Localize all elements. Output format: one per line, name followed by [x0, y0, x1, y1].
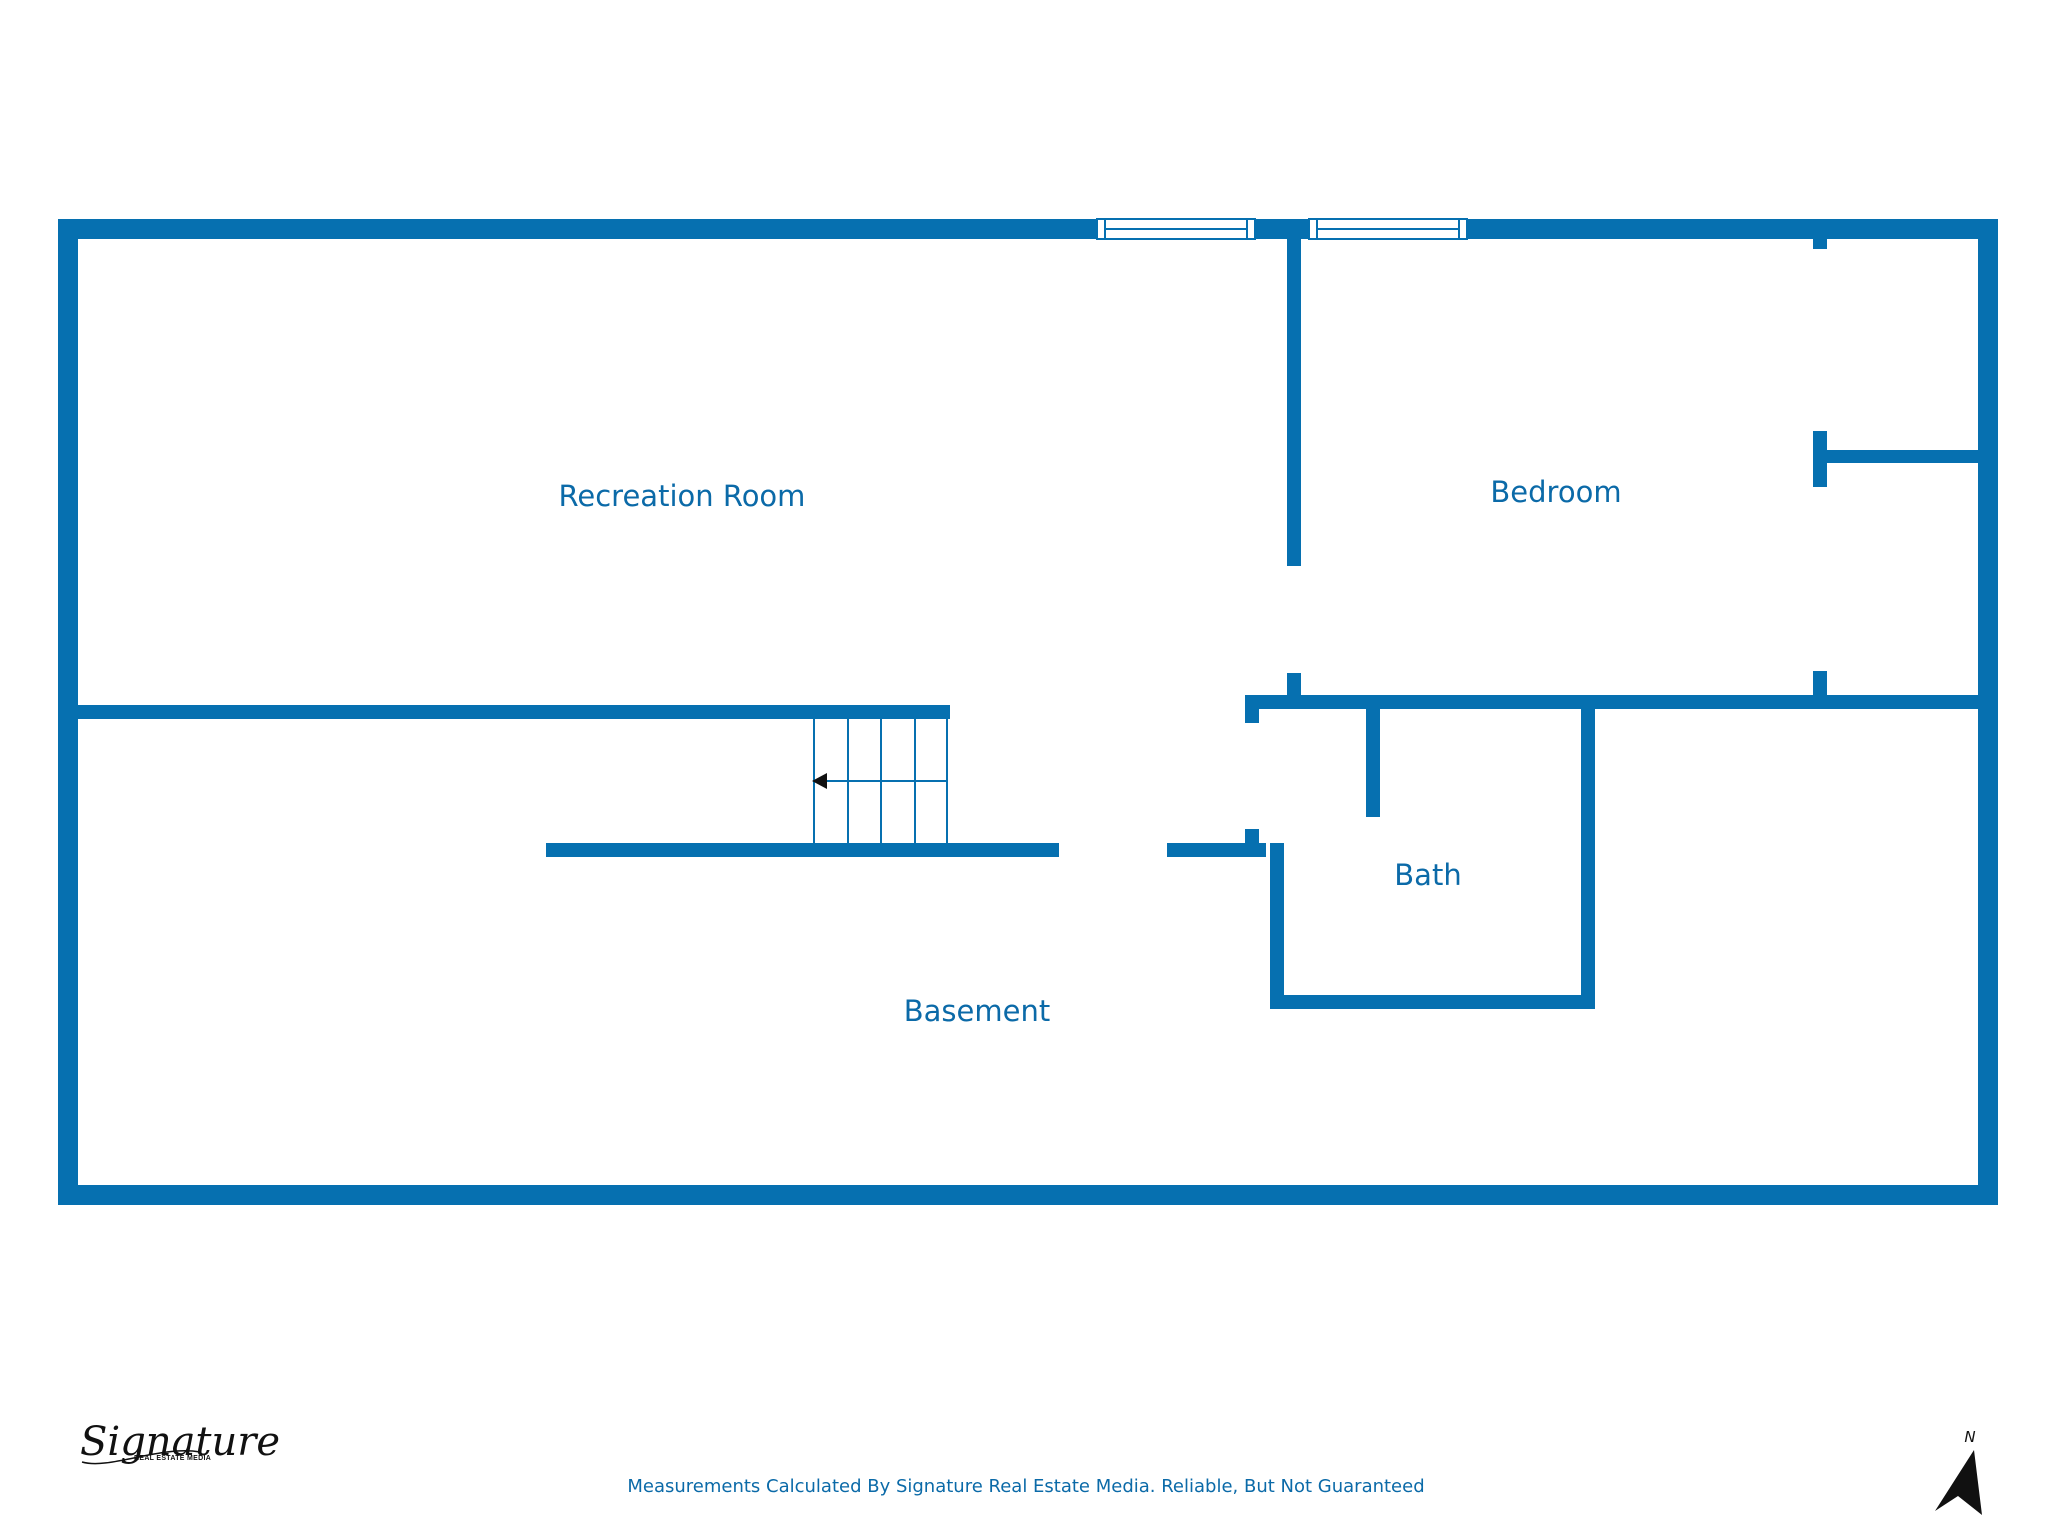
wall-closet-top — [1813, 239, 1827, 249]
stairs — [812, 705, 950, 843]
room-label-basement: Basement — [904, 994, 1050, 1028]
wall-bath-left — [1270, 843, 1284, 1009]
window-right — [1308, 218, 1468, 240]
wall-bath-stub — [1366, 695, 1380, 817]
wall-rec-bedroom-lower — [1287, 673, 1301, 702]
wall-left — [58, 219, 78, 1205]
wall-bath-door-top — [1245, 695, 1259, 723]
interior-walls — [78, 239, 1978, 1009]
wall-top — [58, 219, 1998, 239]
wall-rec-bedroom-upper — [1287, 239, 1301, 566]
logo-script-text: Signature — [80, 1419, 280, 1465]
wall-closet-bottom — [1813, 671, 1827, 701]
room-label-bath: Bath — [1394, 858, 1461, 892]
wall-bottom — [58, 1185, 1998, 1205]
room-label-recreation: Recreation Room — [559, 479, 806, 513]
north-arrow-icon — [1935, 1450, 1982, 1515]
wall-rec-basement — [78, 705, 950, 719]
stair-arrow-icon — [812, 773, 827, 789]
wall-closet-shelf — [1813, 450, 1978, 463]
signature-logo: Signature REAL ESTATE MEDIA — [80, 1419, 280, 1465]
north-arrow: N — [1935, 1428, 1982, 1515]
wall-right — [1978, 219, 1998, 1205]
wall-bedroom-bottom — [1248, 695, 1978, 709]
north-label: N — [1964, 1428, 1975, 1446]
wall-bath-right — [1581, 695, 1595, 1009]
wall-bath-bottom — [1270, 995, 1595, 1009]
room-label-bedroom: Bedroom — [1490, 475, 1621, 509]
wall-lower-rec-right — [1167, 843, 1266, 857]
window-left — [1096, 218, 1256, 240]
logo-subtitle-text: REAL ESTATE MEDIA — [134, 1455, 211, 1462]
exterior-walls — [58, 219, 1998, 1205]
wall-bath-door-bottom — [1245, 829, 1259, 857]
logo-swash-icon — [81, 1450, 201, 1465]
wall-lower-rec-left — [546, 843, 1059, 857]
footer-disclaimer: Measurements Calculated By Signature Rea… — [627, 1476, 1424, 1497]
